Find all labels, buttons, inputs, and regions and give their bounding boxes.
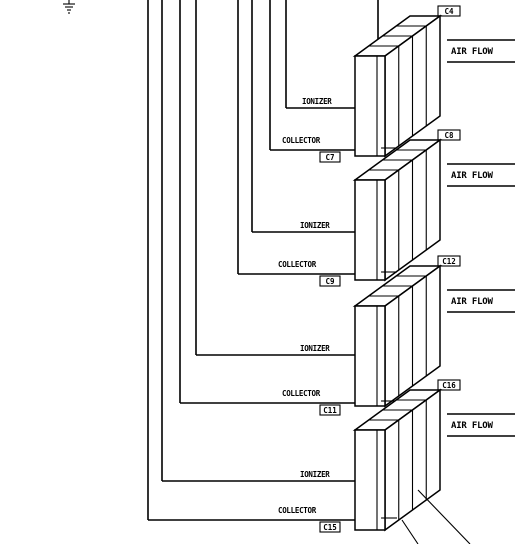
- top-tag-box: [437, 129, 461, 141]
- top-tag: C8: [444, 131, 454, 140]
- leader-line: [401, 519, 419, 544]
- top-tag: C16: [442, 381, 456, 390]
- collector-tag-box: [319, 521, 341, 533]
- collector-tag-box: [319, 151, 341, 163]
- collector-tag: C11: [323, 406, 337, 415]
- top-tag-box: [437, 5, 461, 17]
- collector-tag-box: [319, 275, 341, 287]
- collector-label: COLLECTOR: [282, 136, 321, 145]
- collector-label: COLLECTOR: [278, 260, 317, 269]
- collector-tag: C9: [325, 277, 335, 286]
- collector-label: COLLECTOR: [282, 389, 321, 398]
- ionizer-label: IONIZER: [302, 97, 332, 106]
- top-tag-box: [437, 379, 461, 391]
- wire-bus: [147, 0, 379, 521]
- ionizer-label: IONIZER: [300, 221, 330, 230]
- collector-tag-box: [319, 404, 341, 416]
- collector-label: COLLECTOR: [278, 506, 317, 515]
- airflow-label: AIR FLOW: [451, 421, 494, 431]
- collector-tag: C15: [323, 523, 337, 532]
- ground-icon: [63, 0, 75, 14]
- ionizer-label: IONIZER: [300, 344, 330, 353]
- airflow-label: AIR FLOW: [451, 171, 494, 181]
- ionizer-label: IONIZER: [300, 470, 330, 479]
- top-tag: C4: [444, 7, 454, 16]
- collector-tag: C7: [325, 153, 334, 162]
- airflow-label: AIR FLOW: [451, 297, 494, 307]
- leader-line: [417, 489, 471, 544]
- top-tag-box: [437, 255, 461, 267]
- top-tag: C12: [442, 257, 456, 266]
- airflow-label: AIR FLOW: [451, 47, 494, 57]
